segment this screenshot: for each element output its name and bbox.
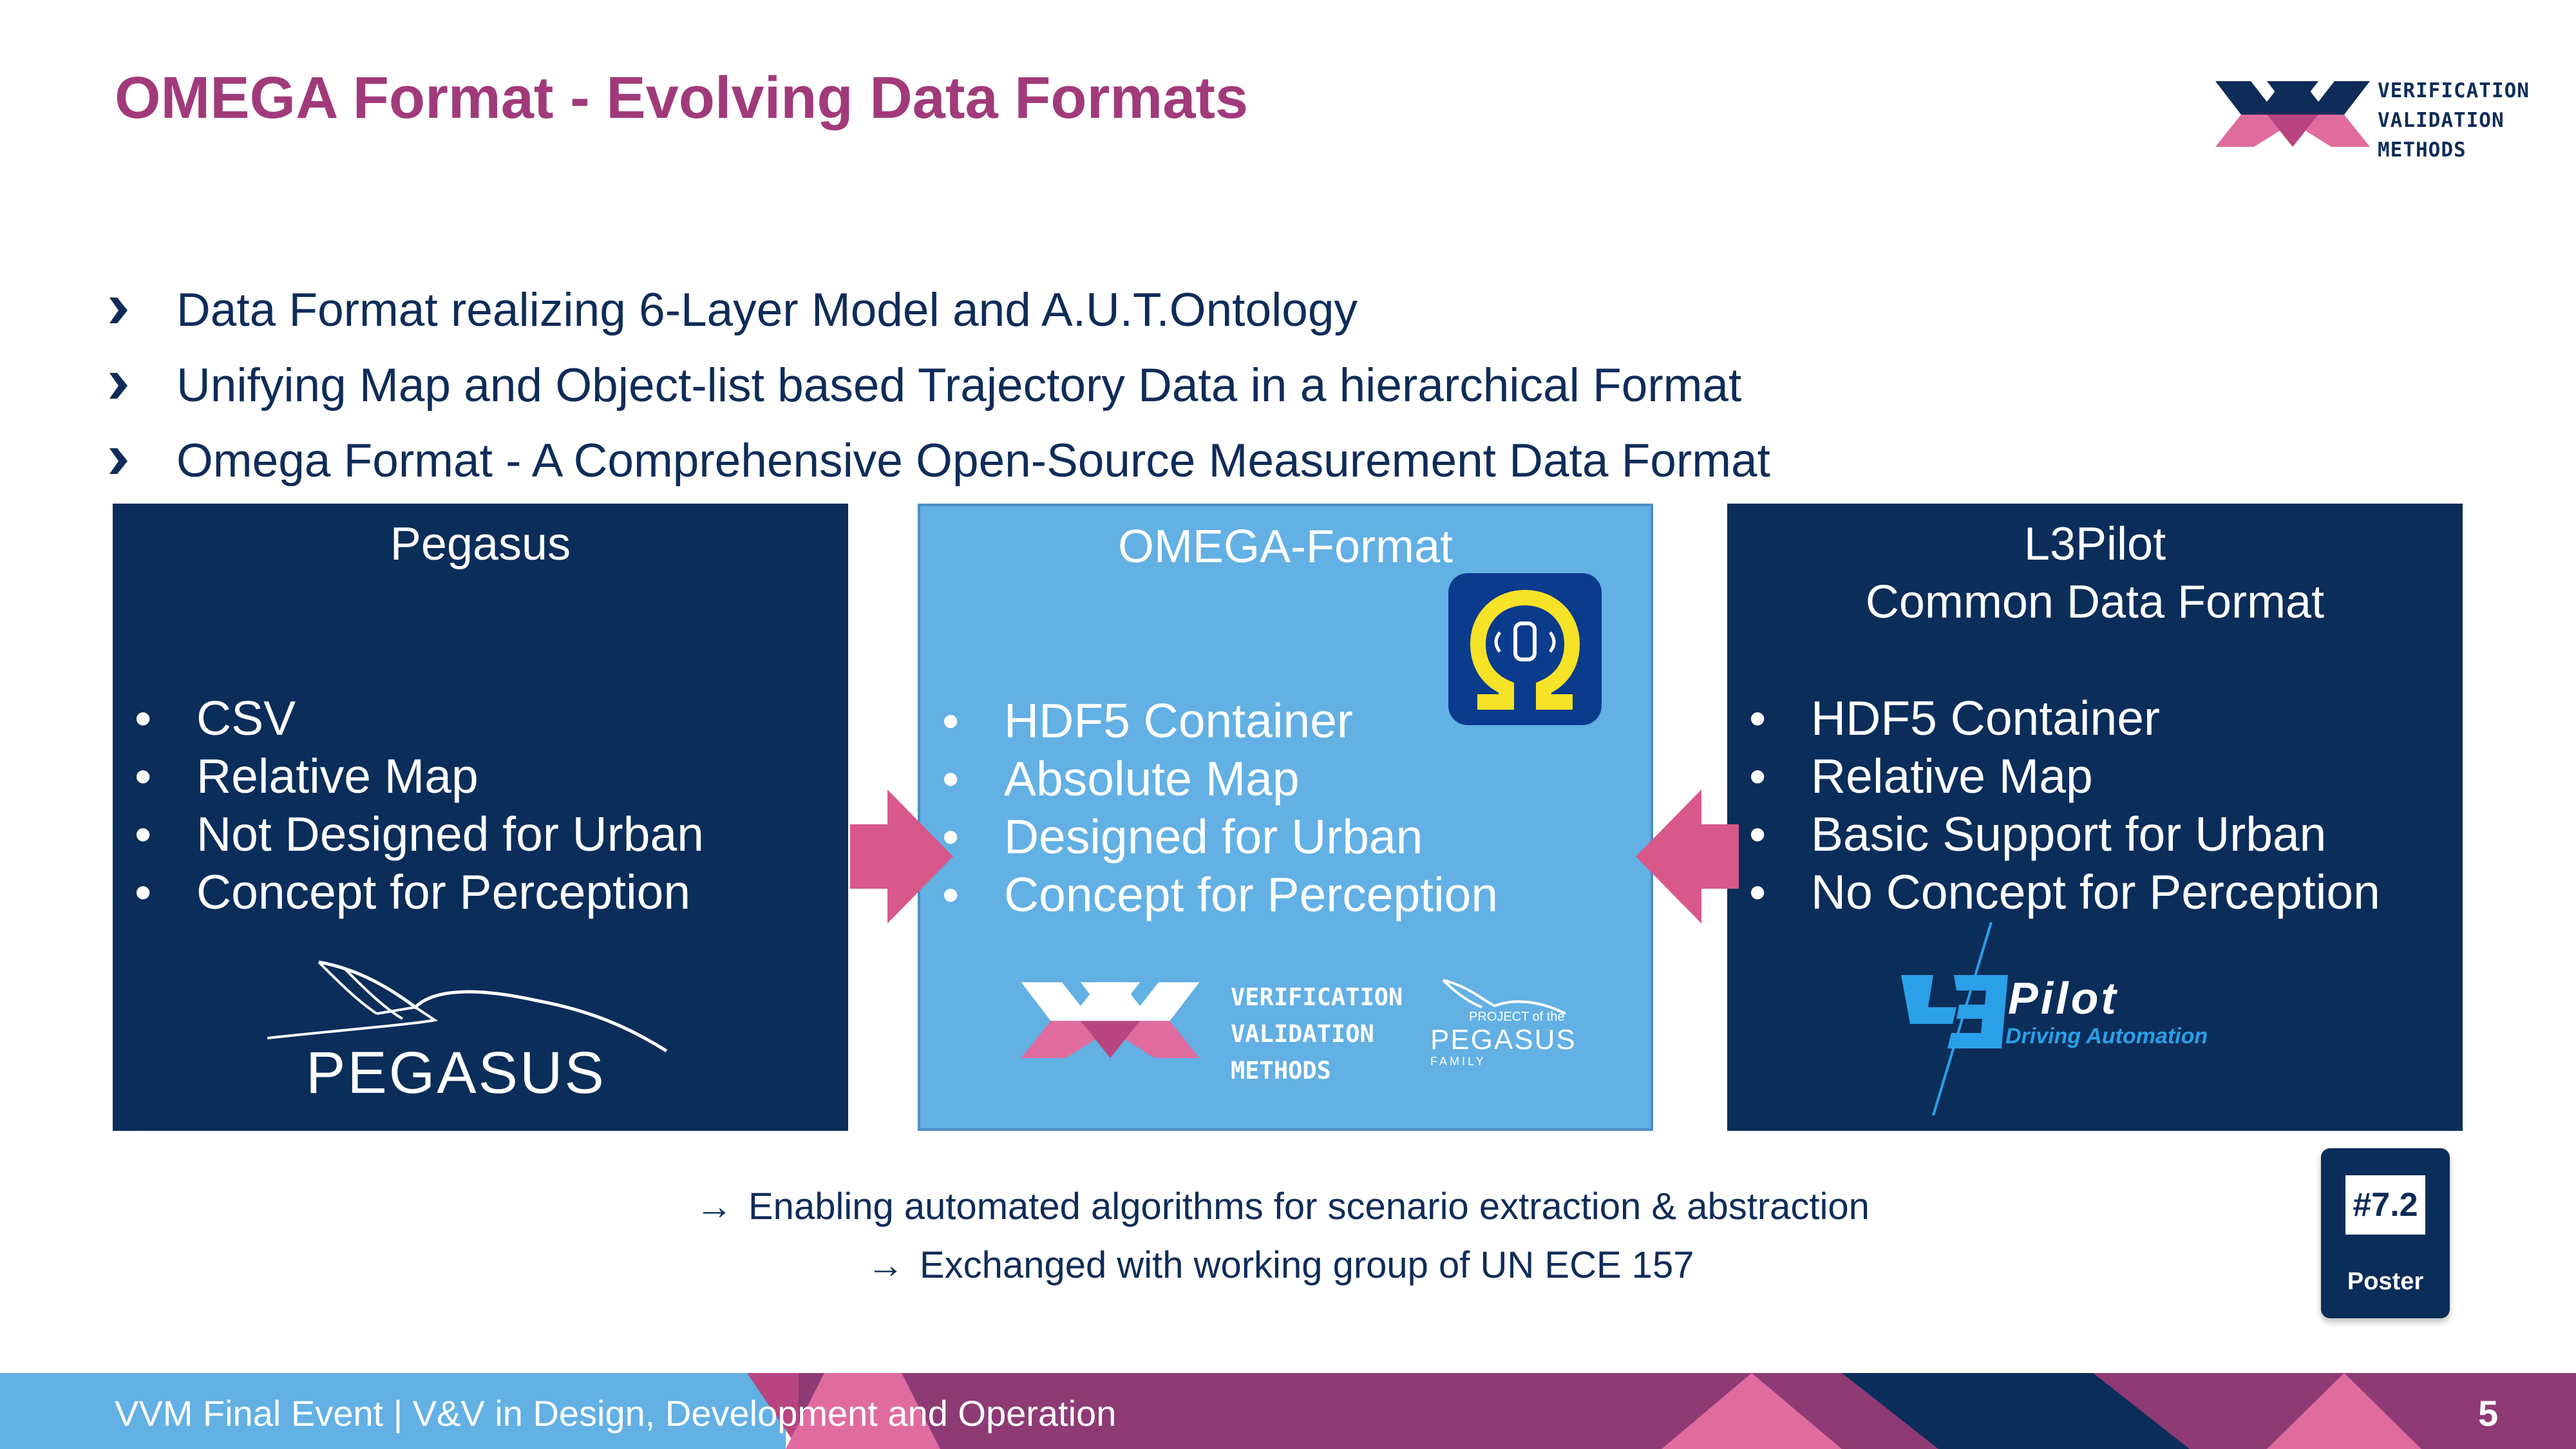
bullet-dot: •	[1749, 749, 1766, 803]
item-text: Concept for Perception	[196, 865, 691, 919]
arrow-right-icon	[850, 790, 953, 923]
bullet-text: Unifying Map and Object-list based Traje…	[176, 359, 1742, 412]
box-heading-line: OMEGA-Format	[1117, 521, 1454, 573]
pegasus-family-bottom: FAMILY	[1430, 1055, 1486, 1068]
logo-line-1: VERIFICATION	[2378, 79, 2530, 102]
arrow-right-icon: →	[867, 1244, 904, 1286]
pegasus-family-name: PEGASUS	[1430, 1024, 1577, 1056]
pegasus-box: Pegasus • CSV • Relative Map • Not Designed…	[113, 504, 848, 1131]
logo-line-3: METHODS	[2378, 138, 2467, 162]
poster-number: #7.2	[2345, 1175, 2425, 1235]
note-line: → Exchanged with working group of UN ECE …	[867, 1244, 1694, 1287]
box-heading: L3Pilot Common Data Format	[1727, 515, 2463, 631]
list-item: • Concept for Perception	[135, 863, 704, 921]
box-heading-line: Common Data Format	[1865, 576, 2325, 628]
omega-format-box: OMEGA-Format • HDF5 Container • Absolute M…	[918, 504, 1653, 1131]
list-item: • Basic Support for Urban	[1749, 805, 2380, 863]
l3pilot-box: L3Pilot Common Data Format • HDF5 Contain…	[1727, 504, 2463, 1131]
slide-title: OMEGA Format - Evolving Data Formats	[115, 65, 1249, 131]
chevron-right-icon	[109, 448, 128, 474]
chevron-right-icon	[109, 373, 128, 399]
bullet-dot: •	[135, 691, 152, 745]
item-text: No Concept for Perception	[1811, 865, 2380, 919]
list-item: • CSV	[135, 689, 704, 747]
l3pilot-logo: Pilot Driving Automation	[1895, 922, 2307, 1115]
bullet-item: Unifying Map and Object-list based Traje…	[109, 359, 2041, 434]
chevron-right-icon	[109, 298, 128, 323]
item-text: Relative Map	[196, 749, 478, 803]
bullet-dot: •	[1749, 865, 1766, 919]
pegasus-wing-icon	[1442, 979, 1566, 1015]
list-item: • HDF5 Container	[942, 692, 1498, 750]
vvm-logo: VERIFICATION VALIDATION METHODS	[2215, 76, 2529, 162]
poster-label: Poster	[2347, 1268, 2424, 1295]
pegasus-wing-icon	[267, 960, 668, 1053]
list-item: • Relative Map	[135, 747, 704, 805]
list-item: • Concept for Perception	[942, 866, 1498, 923]
bullet-text: Omega Format - A Comprehensive Open-Sour…	[176, 435, 1770, 487]
arrow-right-icon: →	[696, 1186, 733, 1227]
bullet-dot: •	[942, 752, 960, 806]
footer-bar	[0, 1373, 2576, 1449]
box-item-list: • CSV • Relative Map • Not Designed for Urb…	[135, 689, 704, 921]
bullet-dot: •	[135, 807, 152, 861]
note-text: Enabling automated algorithms for scenar…	[748, 1186, 1870, 1227]
box-heading-line: Pegasus	[390, 518, 571, 570]
arrow-left-icon	[1636, 790, 1739, 923]
bullet-item: Omega Format - A Comprehensive Open-Sour…	[109, 434, 2041, 509]
vvm-logo-line: METHODS	[1231, 1057, 1331, 1084]
box-heading-line: L3Pilot	[2023, 518, 2166, 570]
item-text: Relative Map	[1811, 749, 2093, 803]
l3pilot-logo-text: Pilot	[2008, 973, 2119, 1023]
item-text: Concept for Perception	[1004, 867, 1499, 922]
list-item: • Not Designed for Urban	[135, 805, 704, 863]
footer-text: VVM Final Event | V&V in Design, Develop…	[115, 1393, 1117, 1434]
vvm-logo-line: VALIDATION	[1231, 1020, 1374, 1048]
item-text: Not Designed for Urban	[196, 807, 704, 861]
note-line: → Enabling automated algorithms for scena…	[696, 1185, 1870, 1228]
bullet-dot: •	[942, 694, 960, 748]
box-item-list: • HDF5 Container • Relative Map • Basic Sup…	[1749, 689, 2380, 921]
pegasus-family-logo: PROJECT of the PEGASUS FAMILY	[1430, 974, 1578, 1077]
box-item-list: •HDF5 Container •Absolute Map •Designed …	[942, 692, 1498, 923]
vvm-logo-small: VERIFICATION VALIDATION METHODS	[1004, 976, 1416, 1084]
item-text: Basic Support for Urban	[1811, 807, 2327, 861]
logo-line-2: VALIDATION	[2378, 109, 2505, 132]
l3pilot-logo-subtext: Driving Automation	[2005, 1024, 2208, 1048]
pegasus-logo: PEGASUS	[267, 943, 692, 1106]
list-item: • Relative Map	[1749, 747, 2380, 805]
pegasus-logo-text: PEGASUS	[306, 1040, 606, 1106]
item-text: Designed for Urban	[1004, 810, 1423, 864]
bullet-text: Data Format realizing 6-Layer Model and …	[176, 284, 1358, 336]
list-item: • Absolute Map	[942, 750, 1498, 808]
box-heading: OMEGA-Format	[920, 518, 1651, 576]
item-text: HDF5 Container	[1811, 691, 2160, 745]
vvm-logo-line: VERIFICATION	[1231, 983, 1403, 1011]
bullet-dot: •	[1749, 691, 1766, 745]
list-item: • No Concept for Perception	[1749, 863, 2380, 921]
note-text: Exchanged with working group of UN ECE 1…	[920, 1244, 1694, 1286]
bullet-item: Data Format realizing 6-Layer Model and …	[109, 283, 2041, 359]
bullet-dot: •	[1749, 807, 1766, 861]
list-item: • HDF5 Container	[1749, 689, 2380, 747]
item-text: CSV	[196, 691, 296, 745]
bullet-dot: •	[135, 749, 152, 803]
page-number: 5	[2478, 1393, 2499, 1434]
item-text: Absolute Map	[1004, 752, 1300, 806]
poster-badge[interactable]: #7.2 Poster	[2321, 1148, 2450, 1318]
bullet-dot: •	[135, 865, 152, 919]
pegasus-family-top: PROJECT of the	[1469, 1010, 1565, 1024]
list-item: •Designed for Urban	[942, 808, 1498, 866]
bullet-list: Data Format realizing 6-Layer Model and …	[109, 283, 2041, 509]
bullet-dot: •	[942, 867, 960, 922]
box-heading: Pegasus	[113, 515, 848, 573]
omega-app-icon	[1448, 573, 1602, 725]
item-text: HDF5 Container	[1004, 694, 1353, 748]
